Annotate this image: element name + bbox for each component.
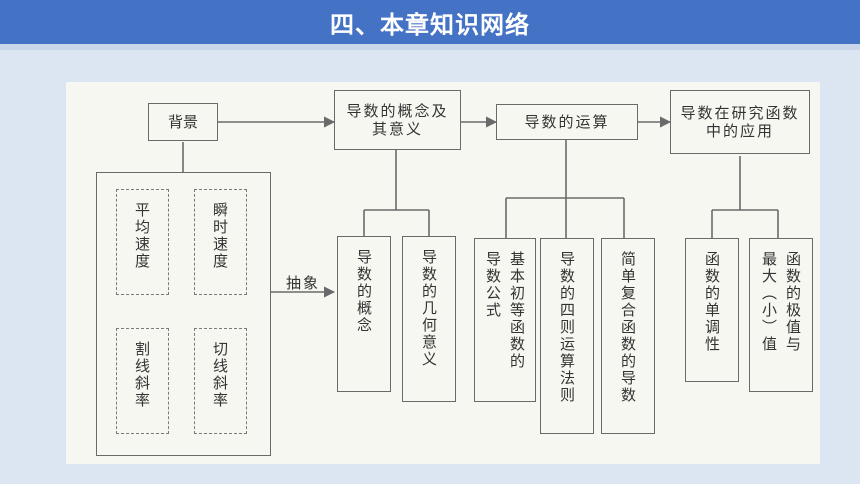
concept-meaning-box: 导数的概念及其意义	[334, 90, 461, 150]
secant-slope-label: 割线斜率	[133, 341, 151, 409]
diagram-panel: 背景 导数的概念及其意义 导数的运算 导数在研究函数中的应用 平均速度 瞬时速度…	[66, 82, 820, 464]
application-label: 导数在研究函数中的应用	[680, 104, 800, 140]
tangent-slope-label: 切线斜率	[211, 341, 229, 409]
concept-meaning-label: 导数的概念及其意义	[346, 102, 449, 138]
header-divider	[0, 44, 860, 50]
monotonicity-label: 函数的单调性	[703, 251, 721, 353]
composite-label: 简单复合函数的导数	[619, 251, 637, 404]
geo-meaning-box: 导数的几何意义	[402, 236, 456, 402]
background-label: 背景	[167, 113, 198, 131]
avg-speed-box: 平均速度	[116, 189, 169, 295]
four-rules-box: 导数的四则运算法则	[540, 238, 594, 434]
tangent-slope-box: 切线斜率	[194, 328, 247, 434]
four-rules-label: 导数的四则运算法则	[558, 251, 576, 404]
extreme-line1: 函数的极值与	[784, 251, 802, 353]
geo-meaning-label: 导数的几何意义	[420, 249, 438, 368]
extreme-line2: 最大（小）值	[760, 251, 778, 353]
application-box: 导数在研究函数中的应用	[670, 90, 810, 154]
basic-formula-line1: 基本初等函数的	[508, 251, 526, 370]
concept-box: 导数的概念	[337, 236, 391, 392]
extreme-box: 函数的极值与 最大（小）值	[749, 238, 813, 392]
operation-box: 导数的运算	[496, 104, 638, 140]
background-box: 背景	[148, 103, 218, 141]
monotonicity-box: 函数的单调性	[685, 238, 739, 382]
title-bar: 四、本章知识网络	[0, 0, 860, 44]
page-title: 四、本章知识网络	[330, 10, 530, 39]
instant-speed-label: 瞬时速度	[211, 202, 229, 270]
secant-slope-box: 割线斜率	[116, 328, 169, 434]
basic-formula-line2: 导数公式	[484, 251, 502, 319]
avg-speed-label: 平均速度	[133, 202, 151, 270]
concept-label: 导数的概念	[355, 249, 373, 334]
basic-formula-box: 基本初等函数的 导数公式	[474, 238, 536, 402]
composite-box: 简单复合函数的导数	[601, 238, 655, 434]
instant-speed-box: 瞬时速度	[194, 189, 247, 295]
abstract-label: 抽象	[286, 274, 321, 292]
operation-label: 导数的运算	[524, 113, 610, 131]
